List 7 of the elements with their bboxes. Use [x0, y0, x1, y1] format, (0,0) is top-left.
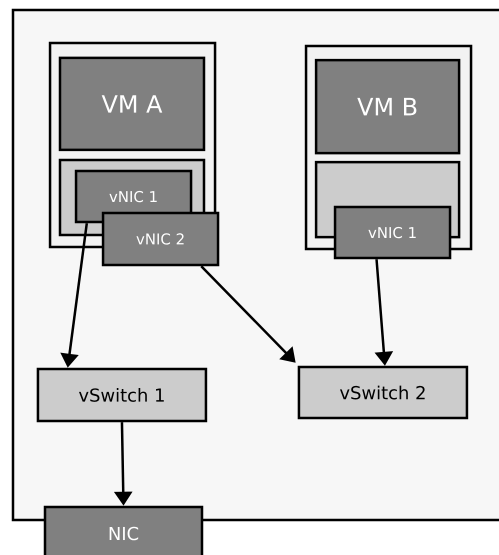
vm-box: VM A — [58, 56, 206, 152]
vswitch-box: vSwitch 2 — [298, 366, 468, 420]
vswitch-box: vSwitch 1 — [36, 368, 208, 422]
vnic-box: vNIC 1 — [334, 206, 452, 260]
vm-box: VM B — [314, 58, 460, 154]
nic-box: NIC — [44, 506, 204, 555]
vnic-box: vNIC 2 — [102, 212, 220, 266]
